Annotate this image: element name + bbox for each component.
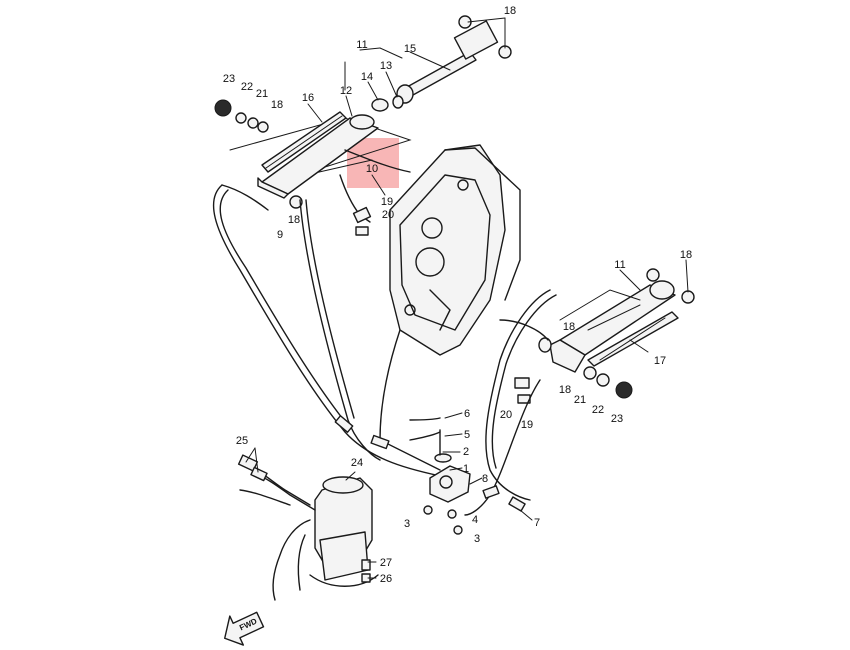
callout-18: 18 [563, 321, 575, 333]
callout-25: 25 [236, 435, 248, 447]
callout-5: 5 [464, 429, 470, 441]
callout-4: 4 [472, 514, 478, 526]
callout-11: 11 [356, 39, 367, 51]
callout-16: 16 [302, 92, 314, 104]
pump-motor-assembly [272, 476, 379, 601]
callout-21: 21 [256, 88, 268, 100]
callout-19: 19 [521, 419, 533, 431]
callout-18: 18 [504, 5, 516, 17]
callout-22: 22 [241, 81, 253, 93]
callout-8: 8 [482, 473, 488, 485]
callout-18: 18 [271, 99, 283, 111]
callout-20: 20 [382, 209, 394, 221]
callout-10: 10 [366, 163, 378, 175]
right-cylinder-assembly [514, 268, 695, 404]
callout-24: 24 [351, 457, 363, 469]
callout-22: 22 [592, 404, 604, 416]
callout-14: 14 [361, 71, 373, 83]
callout-17: 17 [654, 355, 666, 367]
main-bracket [389, 144, 521, 356]
callout-18: 18 [680, 249, 692, 261]
callout-3: 3 [474, 533, 480, 545]
callout-27: 27 [380, 557, 392, 569]
callout-18: 18 [288, 214, 300, 226]
callout-13: 13 [380, 60, 392, 72]
callout-9: 9 [277, 229, 283, 241]
callout-3: 3 [404, 518, 410, 530]
callout-15: 15 [404, 43, 416, 55]
valve-block [423, 429, 471, 535]
hydraulic-lines [212, 184, 557, 516]
callout-7: 7 [534, 517, 540, 529]
callout-1: 1 [463, 463, 469, 475]
callout-labels: 18 11 15 14 13 23 22 21 18 16 12 10 19 2… [223, 5, 692, 585]
callout-26: 26 [380, 573, 392, 585]
callout-23: 23 [223, 73, 235, 85]
callout-21: 21 [574, 394, 586, 406]
wire-leads [237, 454, 316, 511]
callout-23: 23 [611, 413, 623, 425]
fwd-arrow: FWD [224, 611, 265, 646]
callout-12: 12 [340, 85, 352, 97]
callout-20: 20 [500, 409, 512, 421]
callout-2: 2 [463, 446, 469, 458]
upper-cylinder-assembly [214, 15, 512, 236]
callout-6: 6 [464, 408, 470, 420]
callout-18: 18 [559, 384, 571, 396]
callout-19: 19 [381, 196, 393, 208]
leader-lines [245, 17, 689, 579]
callout-11: 11 [614, 259, 625, 271]
